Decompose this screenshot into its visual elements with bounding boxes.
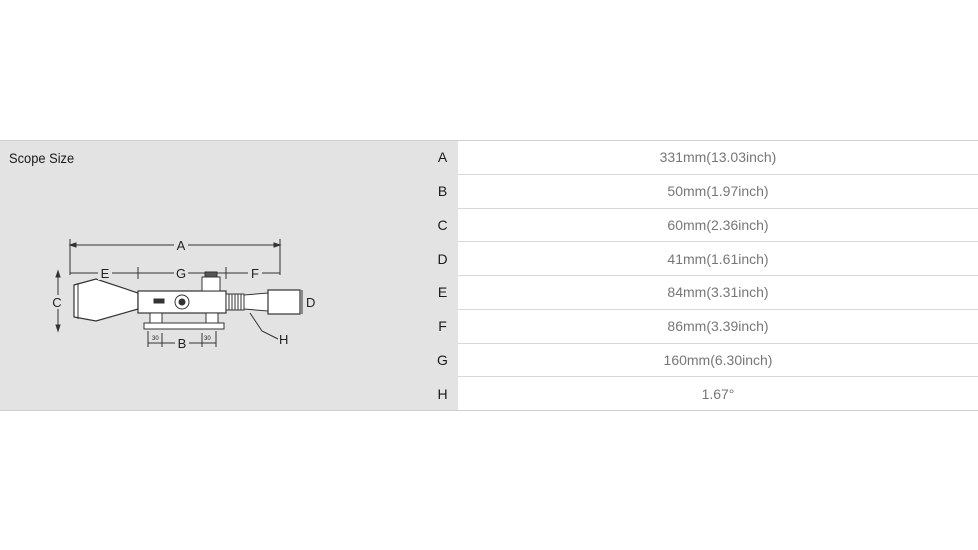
dimension-value-column: 331mm(13.03inch) 50mm(1.97inch) 60mm(2.3… [458, 141, 978, 410]
row-key: A [427, 141, 458, 175]
row-key: D [427, 242, 458, 276]
row-value: 160mm(6.30inch) [458, 344, 978, 378]
label-f: F [251, 266, 259, 281]
label-b: B [178, 336, 187, 351]
row-value: 86mm(3.39inch) [458, 310, 978, 344]
label-g: G [176, 266, 186, 281]
ring-mark-rear: 30 [204, 336, 211, 342]
label-e: E [101, 266, 110, 281]
label-a: A [177, 238, 186, 253]
label-c: C [52, 295, 61, 310]
leader-line-h [249, 312, 279, 340]
side-focus-center [178, 298, 186, 306]
dimension-key-column: A B C D E F G H [427, 141, 458, 410]
row-value: 41mm(1.61inch) [458, 242, 978, 276]
scope-dimension-diagram: A E G F C D B H 30 30 [50, 238, 315, 351]
row-key: C [427, 209, 458, 243]
mount-base [143, 322, 225, 330]
row-value: 60mm(2.36inch) [458, 209, 978, 243]
turret-cap [204, 271, 218, 278]
elevation-turret [201, 276, 221, 292]
arrow-a-left [68, 242, 77, 248]
arrow-c-top [55, 269, 61, 278]
eyepiece-bell [267, 289, 301, 315]
scope-size-panel: Scope Size [0, 141, 427, 410]
row-value: 331mm(13.03inch) [458, 141, 978, 175]
scope-size-title: Scope Size [9, 150, 75, 166]
label-d: D [306, 295, 315, 310]
ring-mark-front: 30 [152, 336, 159, 342]
row-key: E [427, 276, 458, 310]
arrow-a-right [273, 242, 282, 248]
row-value: 84mm(3.31inch) [458, 276, 978, 310]
objective-bell [73, 278, 139, 322]
row-value: 1.67° [701, 385, 735, 402]
row-key: B [427, 175, 458, 209]
row-key: G [427, 344, 458, 378]
rear-ring [205, 312, 219, 324]
arrow-c-bottom [55, 324, 61, 333]
row-key: F [427, 310, 458, 344]
row-key: H [437, 385, 448, 402]
label-h: H [279, 332, 288, 347]
front-ring [149, 312, 163, 324]
brand-mark [153, 298, 165, 304]
eyepiece-tube [243, 292, 269, 312]
scope-size-table: Scope Size [0, 140, 978, 411]
row-value: 50mm(1.97inch) [458, 175, 978, 209]
